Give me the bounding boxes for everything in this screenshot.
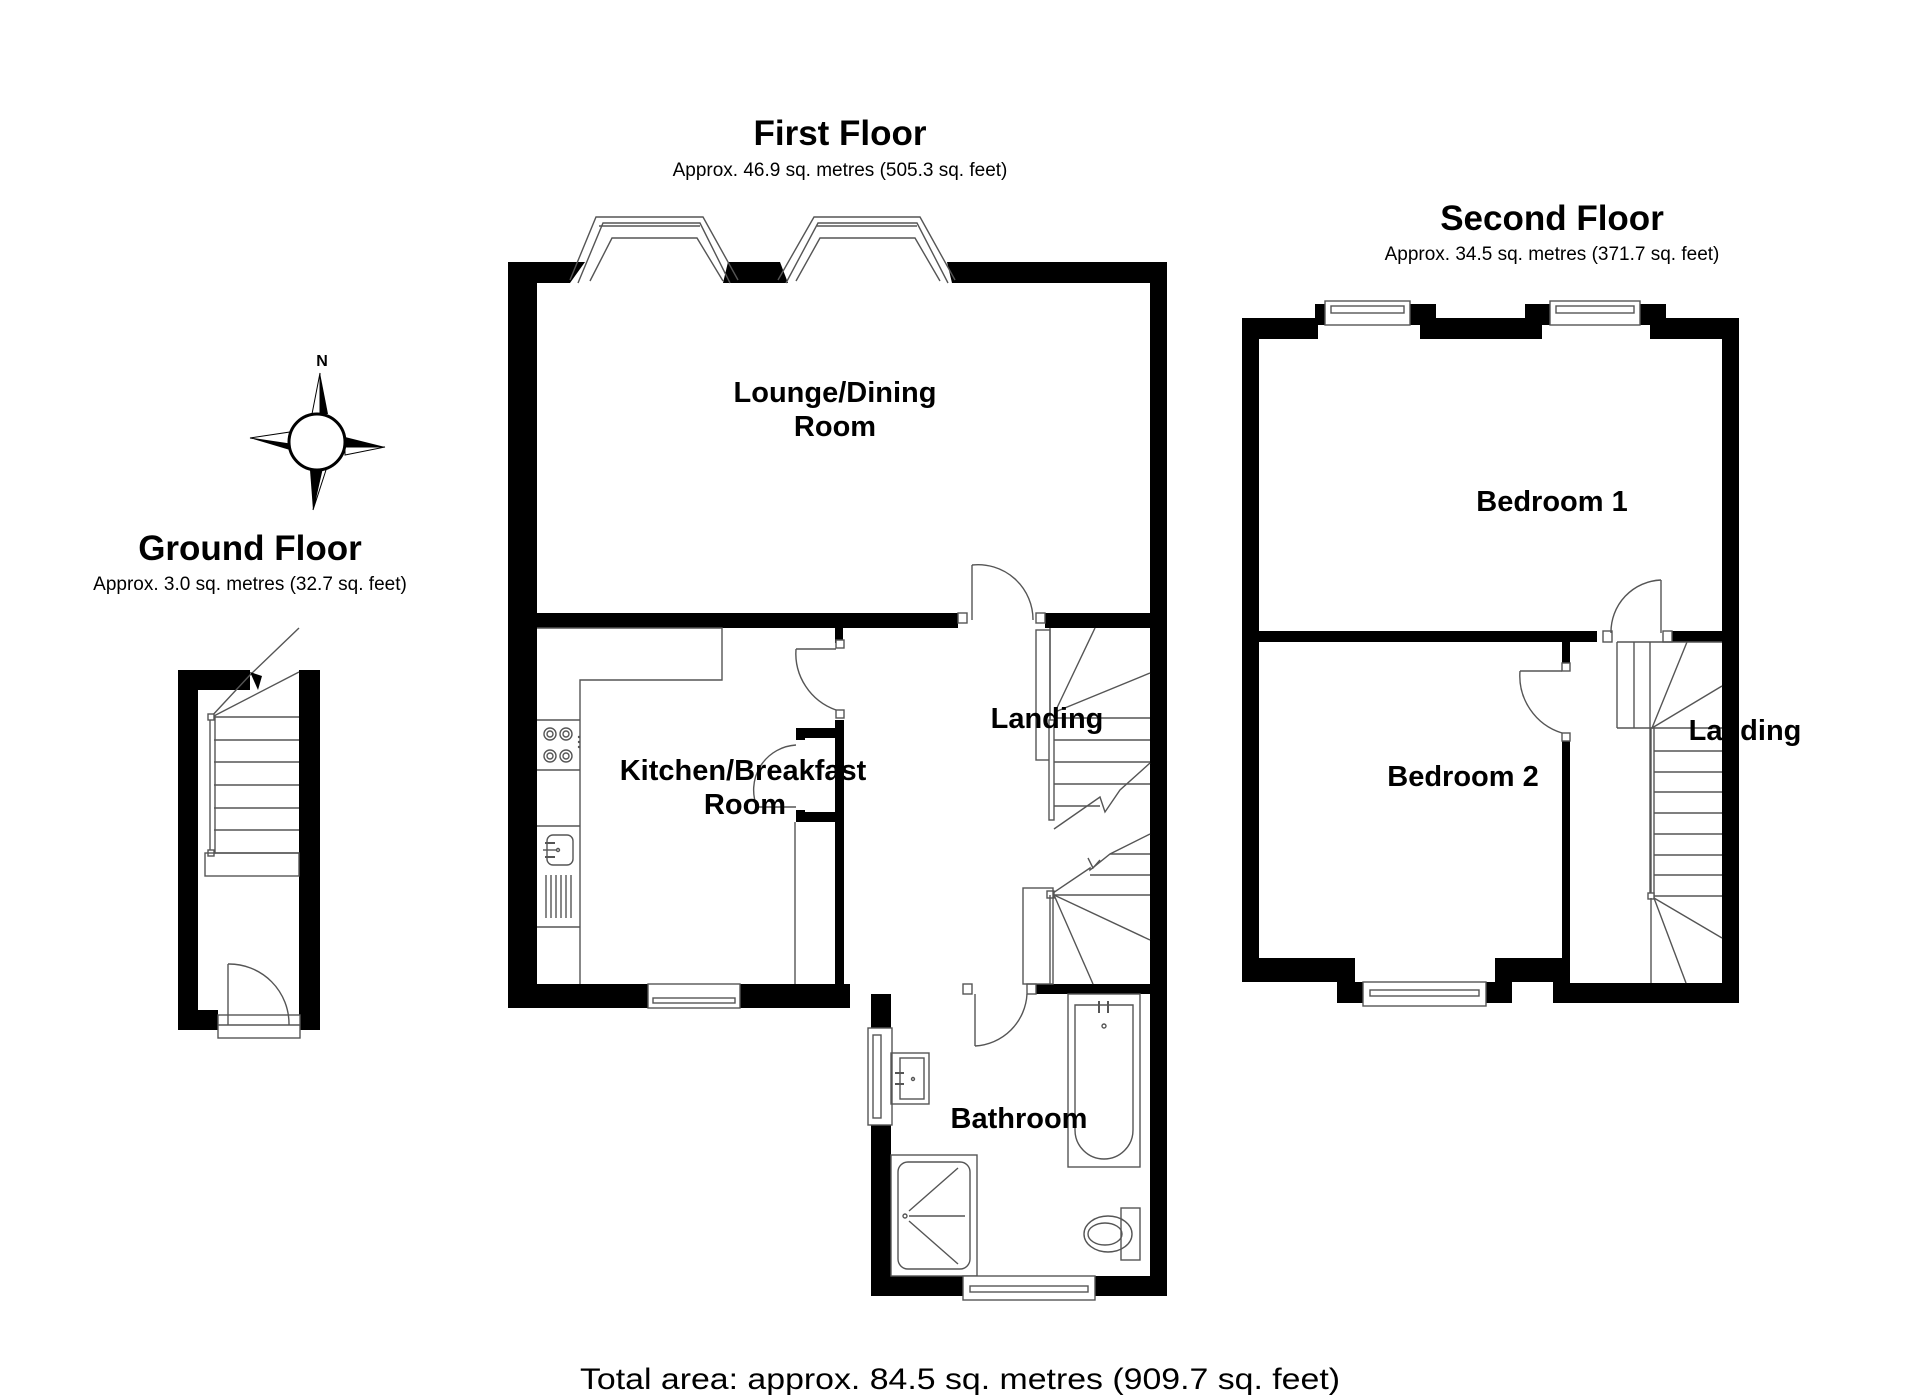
kitchen-door	[795, 639, 845, 719]
bathroom-basin-icon	[890, 1052, 930, 1105]
bathroom-bottom-window	[962, 1275, 1096, 1301]
bedroom1-door	[1602, 579, 1673, 643]
first-floor: First Floor Approx. 46.9 sq. metres (505…	[508, 114, 1167, 1301]
room-label-second-landing: Landing	[1689, 715, 1802, 747]
second-floor: Second Floor Approx. 34.5 sq. metres (37…	[1242, 199, 1802, 1007]
first-floor-title: First Floor	[753, 114, 926, 153]
bedroom2-door	[1519, 662, 1571, 742]
bedroom2-window	[1362, 981, 1487, 1007]
room-label-bathroom: Bathroom	[951, 1103, 1088, 1135]
ground-floor-staircase	[204, 713, 300, 877]
bath-icon	[1067, 993, 1141, 1168]
bedroom1-window-left	[1324, 300, 1411, 326]
first-floor-staircase-lower	[1022, 833, 1151, 985]
room-label-first-landing: Landing	[991, 703, 1104, 735]
toilet-icon	[1083, 1207, 1141, 1261]
first-floor-area: Approx. 46.9 sq. metres (505.3 sq. feet)	[673, 160, 1008, 181]
ground-floor-walls	[178, 670, 320, 1030]
second-floor-area: Approx. 34.5 sq. metres (371.7 sq. feet)	[1385, 244, 1720, 265]
ground-floor-title: Ground Floor	[138, 529, 362, 568]
bathroom-window	[867, 1027, 893, 1126]
lounge-door	[957, 563, 1046, 624]
second-floor-walls	[1242, 304, 1739, 1003]
kitchen-window	[647, 983, 741, 1009]
first-floor-staircase-upper	[1035, 627, 1151, 830]
bedroom1-window-right	[1549, 300, 1641, 326]
room-label-lounge-line1: Lounge/Dining	[734, 377, 937, 409]
hob-icon	[543, 727, 581, 763]
cupboard-door	[752, 744, 797, 808]
second-floor-title: Second Floor	[1440, 199, 1664, 238]
room-label-kitchen-line1: Kitchen/Breakfast	[620, 755, 867, 787]
first-floor-bay-window-left	[569, 216, 739, 284]
room-label-lounge-line2: Room	[794, 411, 876, 443]
bathroom-door	[962, 983, 1037, 1047]
total-area: Total area: approx. 84.5 sq. metres (909…	[580, 1363, 1340, 1396]
ground-floor-stair-arrow	[209, 627, 300, 719]
ground-floor-area: Approx. 3.0 sq. metres (32.7 sq. feet)	[93, 574, 407, 595]
second-floor-staircase	[1616, 641, 1723, 984]
room-label-bedroom2: Bedroom 2	[1387, 761, 1538, 793]
shower-tray-icon	[890, 1154, 978, 1277]
compass-north-label: N	[316, 353, 328, 370]
ground-floor: Ground Floor Approx. 3.0 sq. metres (32.…	[93, 529, 407, 1039]
ground-floor-front-door	[217, 963, 301, 1039]
first-floor-bay-window-right	[777, 216, 956, 284]
room-label-kitchen-line2: Room	[704, 789, 786, 821]
kitchen-sink-icon	[543, 834, 574, 918]
compass-rose-icon: N	[249, 353, 386, 511]
kitchen-worktop	[537, 627, 796, 984]
room-label-bedroom1: Bedroom 1	[1476, 486, 1627, 518]
